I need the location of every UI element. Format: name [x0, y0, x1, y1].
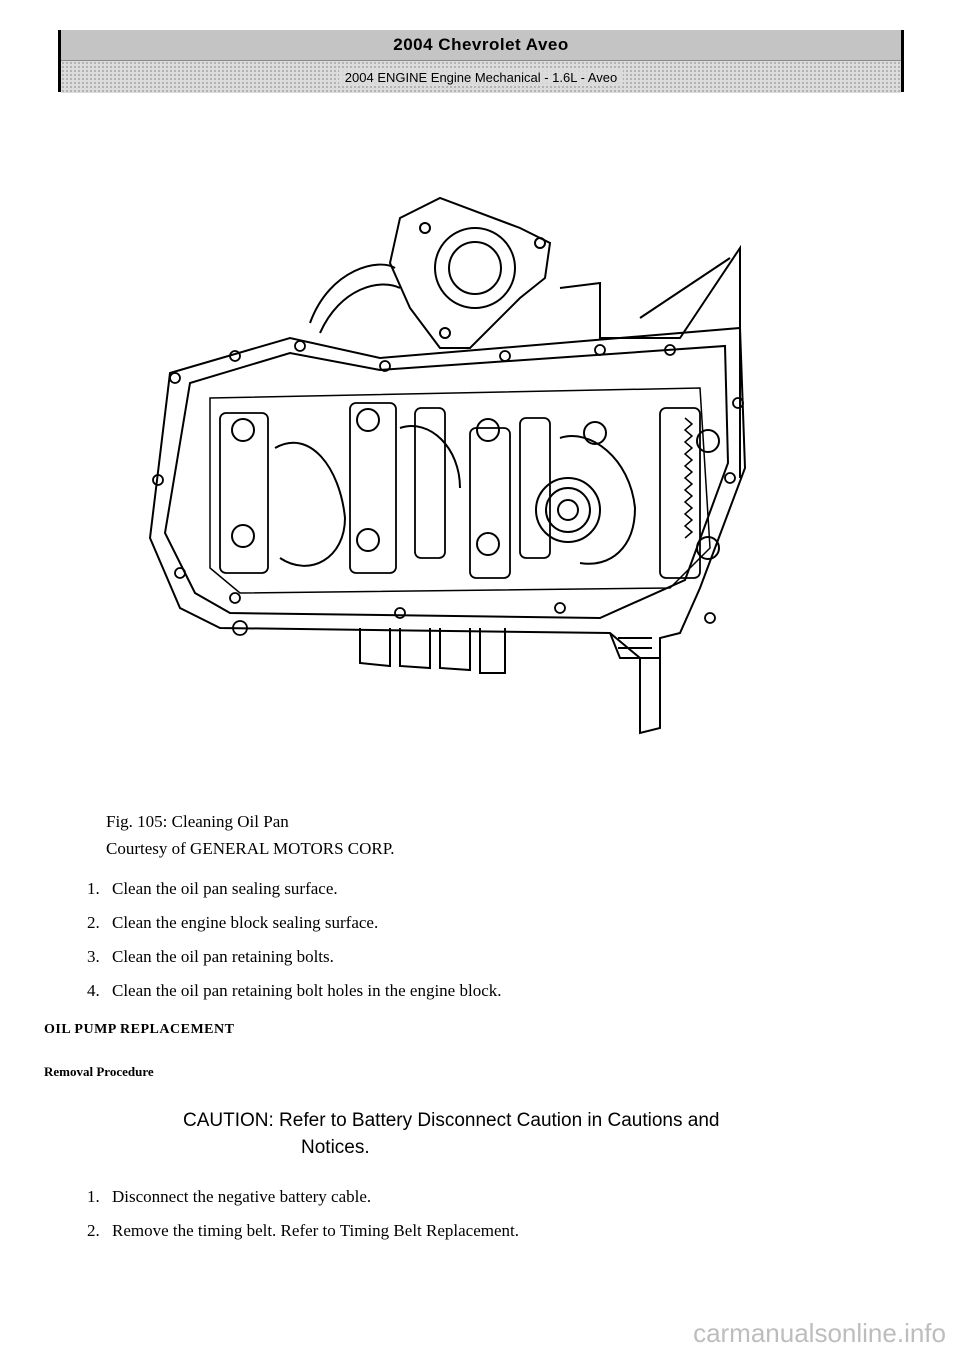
page-header: 2004 Chevrolet Aveo 2004 ENGINE Engine M… [58, 30, 904, 93]
watermark: carmanualsonline.info [693, 1318, 946, 1348]
list-item: Clean the oil pan retaining bolts. [104, 940, 502, 974]
subsection-title: Removal Procedure [44, 1064, 154, 1079]
caution-note: CAUTION: Refer to Battery Disconnect Cau… [183, 1107, 883, 1161]
list-item: Disconnect the negative battery cable. [104, 1180, 519, 1214]
engine-block-oil-pan-illustration [148, 196, 747, 735]
header-title: 2004 Chevrolet Aveo [61, 30, 901, 61]
removal-steps-list: Disconnect the negative battery cable. R… [60, 1180, 519, 1248]
list-item: Remove the timing belt. Refer to Timing … [104, 1214, 519, 1248]
cleaning-steps-list: Clean the oil pan sealing surface. Clean… [60, 872, 502, 1008]
figure-caption-title: Fig. 105: Cleaning Oil Pan [106, 812, 289, 831]
figure-caption-courtesy: Courtesy of GENERAL MOTORS CORP. [106, 839, 395, 858]
header-subtitle: 2004 ENGINE Engine Mechanical - 1.6L - A… [338, 69, 624, 85]
caution-line-2: Notices. [301, 1137, 370, 1158]
list-item: Clean the oil pan retaining bolt holes i… [104, 974, 502, 1008]
list-item: Clean the oil pan sealing surface. [104, 872, 502, 906]
section-title: OIL PUMP REPLACEMENT [44, 1022, 235, 1037]
header-subtitle-bar: 2004 ENGINE Engine Mechanical - 1.6L - A… [61, 61, 901, 93]
caution-line-1: CAUTION: Refer to Battery Disconnect Cau… [183, 1110, 720, 1131]
list-item: Clean the engine block sealing surface. [104, 906, 502, 940]
figure-caption: Fig. 105: Cleaning Oil Pan Courtesy of G… [106, 808, 395, 862]
